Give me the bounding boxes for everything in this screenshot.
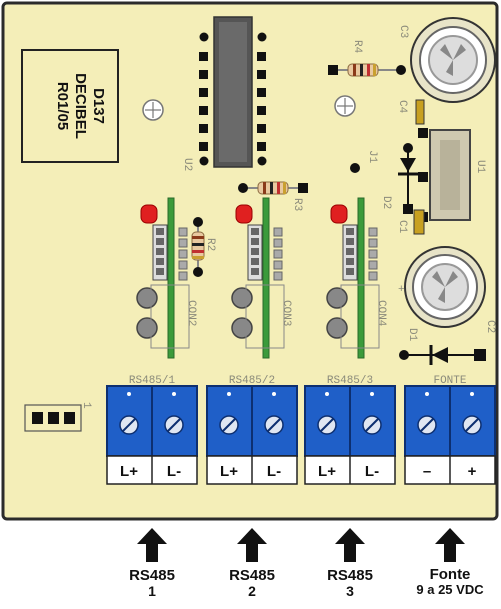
label-r2: R2 [204,238,216,251]
channel-module-3: CON4 [326,197,387,359]
pin-label-left-3: L+ [318,463,336,480]
label-c1: C1 [396,220,408,234]
channel-module-2: CON3 [231,197,292,359]
caption-sub: 2 [248,582,256,599]
board-id-line-3: R01/05 [54,82,71,130]
pin-label-right-2: L- [267,463,281,480]
label-c3: C3 [397,25,409,38]
capacitor-c2 [404,246,486,328]
caption-title: RS485 [129,567,175,584]
terminal-silk-2: RS485/2 [229,375,275,387]
label-u2: U2 [181,158,193,171]
up-arrow-icon [137,528,167,562]
diode-d1 [399,345,486,365]
label-con3: CON3 [280,300,292,326]
label-r4: R4 [351,40,363,54]
board-id-line-2: DECIBEL [72,73,89,139]
channel-module-1: CON2 [136,197,197,359]
pin-label-right-4: + [468,463,477,480]
terminal-silk-4: FONTE [433,375,466,387]
label-c2: C2 [484,320,496,333]
terminal-silk-3: RS485/3 [327,375,373,387]
terminal-block-1: RS485/1L+ L- [106,375,198,485]
terminal-block-4: FONTE – + [404,375,496,485]
resistor-r3 [238,181,308,195]
label-c4: C4 [396,100,408,114]
led-3 [330,204,348,224]
capacitor-c1 [413,209,425,235]
caption-sub: 3 [346,582,354,599]
pin-label-left-1: L+ [120,463,138,480]
plus-mark: + [398,284,405,296]
mounting-hole-left [142,99,164,121]
up-arrow-icon [237,528,267,562]
pin-label-right-3: L- [365,463,379,480]
label-u1: U1 [474,160,486,174]
led-1 [140,204,158,224]
label-r3: R3 [291,198,303,211]
caption-sub: 1 [148,582,156,599]
ic-u2 [199,16,267,168]
led-2 [235,204,253,224]
terminal-silk-1: RS485/1 [129,375,176,387]
caption-title: RS485 [229,567,275,584]
jumper-block [24,404,82,432]
capacitor-c3 [410,17,496,103]
jumper-pad-1 [350,163,360,173]
pin-label-right-1: L- [167,463,181,480]
resistor-r4 [328,63,406,77]
jumper-block-mark: 1 [80,402,92,409]
diode-d2 [398,143,418,214]
up-arrow-icon [335,528,365,562]
resistor-r2 [191,217,205,277]
pin-label-left-4: – [423,463,431,480]
label-d1: D1 [406,328,418,342]
capacitor-c4 [415,99,425,125]
terminal-block-3: RS485/3L+ L- [304,375,396,485]
mounting-hole-right [334,95,356,117]
pin-label-left-2: L+ [220,463,238,480]
caption-title: RS485 [327,567,373,584]
terminal-block-2: RS485/2L+ L- [206,375,298,485]
regulator-u1 [418,128,471,222]
caption-title: Fonte [429,566,471,583]
label-j1: J1 [366,150,378,164]
label-d2: D2 [380,196,392,209]
label-con2: CON2 [185,300,197,326]
board-id-box [21,49,119,163]
up-arrow-icon [435,528,465,562]
label-con4: CON4 [375,300,387,327]
board-id-line-1: D137 [90,88,107,124]
caption-sub: 9 a 25 VDC [416,581,484,597]
